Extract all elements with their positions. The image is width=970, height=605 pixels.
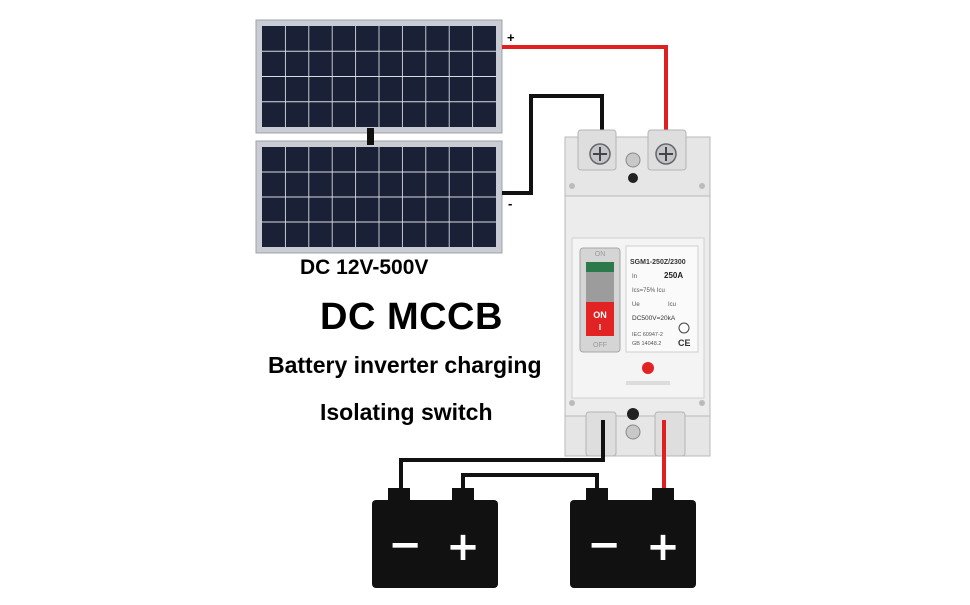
battery-1-plus: + [446,524,480,570]
certification-icon [678,322,690,334]
model-number: SGM1-250Z/2300 [630,259,686,266]
ue-label: Ue [632,302,640,308]
solar-cells-top [262,26,496,127]
mount-hole-bottom [627,408,639,420]
terminal-screw-top-right [655,143,677,165]
current-rating: 250A [664,271,683,280]
ics-label: Ics=75% Icu [632,288,665,294]
solar-panel-top [255,19,503,134]
panel-negative-sign: - [508,196,513,211]
battery-1: − + [372,488,498,588]
dc-mccb-breaker: ON ON I OFF SGM1-250Z/2300 In 250A Ics=7… [564,129,711,457]
battery-2: − + [570,488,696,588]
mount-screw-top [625,152,641,168]
panel-negative-wire [502,94,604,195]
rating-label: In [632,274,637,280]
label-off-bottom: OFF [593,342,607,349]
voltage-range-label: DC 12V-500V [300,256,429,279]
icu-label: Icu [668,302,676,308]
handle-on-label: ON [593,310,607,320]
battery-2-minus: − [587,522,621,568]
solar-cells-bottom [262,147,496,247]
battery-series-link [461,473,599,490]
handle-green-strip [586,262,614,272]
handle-i-label: I [599,323,601,332]
battery-negative-wire [399,420,605,490]
subtitle-line-2: Isolating switch [320,399,493,425]
subtitle-line-1: Battery inverter charging [268,352,542,378]
product-title: DC MCCB [320,296,503,338]
terminal-screw-top-left [589,143,611,165]
trip-test-button[interactable] [642,362,654,374]
ce-mark: CE [678,338,691,348]
mount-hole-top [628,173,638,183]
battery-1-minus: − [388,522,422,568]
battery-2-plus: + [646,524,680,570]
panel-positive-wire [502,45,668,140]
panel-positive-sign: + [507,30,515,45]
solar-panel-bottom [255,140,503,254]
standard-1: IEC 60947-2 [632,332,663,338]
label-on-top: ON [595,251,606,258]
rating-plate [625,245,699,353]
breaker-handle[interactable] [586,302,614,336]
standard-2: GB 14048.2 [632,341,661,347]
panel-series-link [367,128,374,145]
dc-rating: DC500V=20kA [632,315,676,322]
mount-screw-bottom [625,424,641,440]
handle-grip [586,272,614,302]
